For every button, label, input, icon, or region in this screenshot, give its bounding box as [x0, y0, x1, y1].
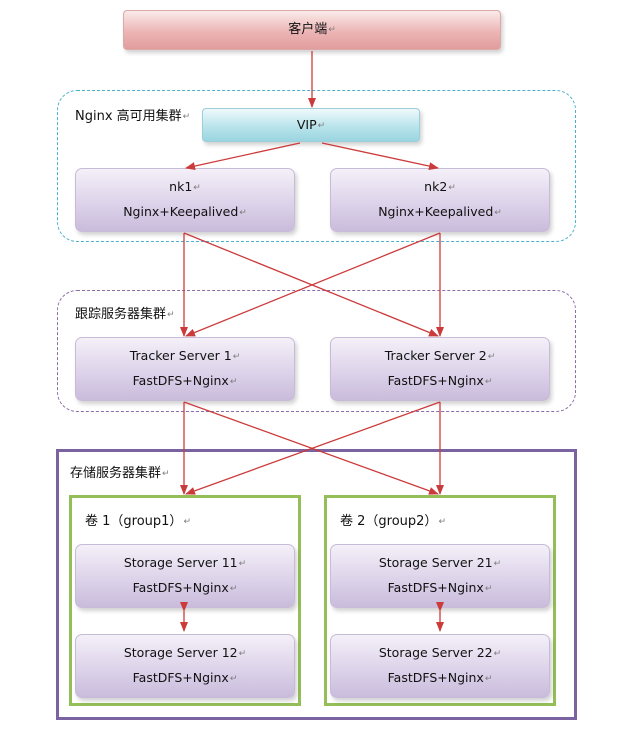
nk2-node: nk2↵ Nginx+Keepalived↵ — [330, 168, 550, 232]
storage-cluster-title-text: 存储服务器集群 — [70, 466, 162, 481]
vip-node: VIP↵ — [202, 108, 420, 142]
paragraph-mark-icon: ↵ — [493, 559, 502, 569]
group1-title-text: 卷 1（group1） — [85, 514, 183, 529]
paragraph-mark-icon: ↵ — [494, 208, 502, 218]
paragraph-mark-icon: ↵ — [229, 377, 238, 387]
paragraph-mark-icon: ↵ — [484, 377, 493, 387]
node-role: FastDFS+Nginx — [132, 670, 229, 685]
vip-label: VIP — [296, 116, 317, 132]
paragraph-mark-icon: ↵ — [328, 25, 336, 35]
paragraph-mark-icon: ↵ — [182, 112, 191, 122]
nk1-node: nk1↵ Nginx+Keepalived↵ — [75, 168, 295, 232]
arrow-tracker2-to-group1 — [185, 401, 441, 495]
paragraph-mark-icon: ↵ — [232, 352, 241, 362]
paragraph-mark-icon: ↵ — [438, 517, 446, 527]
node-role: FastDFS+Nginx — [387, 580, 484, 595]
storage-server-11-node: Storage Server 11↵ FastDFS+Nginx↵ — [75, 544, 295, 608]
arrow-nk2-to-tracker1 — [185, 232, 441, 337]
paragraph-mark-icon: ↵ — [317, 120, 326, 131]
storage-server-21-node: Storage Server 21↵ FastDFS+Nginx↵ — [330, 544, 550, 608]
paragraph-mark-icon: ↵ — [229, 674, 238, 684]
arrow-nk1-to-tracker2 — [183, 232, 439, 337]
client-node: 客户端↵ — [123, 10, 501, 50]
nginx-cluster-box — [57, 90, 576, 242]
tracker-server-2-node: Tracker Server 2↵ FastDFS+Nginx↵ — [330, 337, 550, 401]
nginx-cluster-title-text: Nginx 高可用集群 — [75, 109, 182, 124]
node-name: Storage Server 12 — [123, 645, 238, 660]
storage-server-22-node: Storage Server 22↵ FastDFS+Nginx↵ — [330, 634, 550, 698]
paragraph-mark-icon: ↵ — [167, 310, 175, 320]
node-role: FastDFS+Nginx — [387, 373, 484, 388]
node-name: Storage Server 11 — [123, 555, 238, 570]
node-name: Storage Server 21 — [378, 555, 493, 570]
group2-title-text: 卷 2（group2） — [340, 514, 438, 529]
paragraph-mark-icon: ↵ — [484, 674, 493, 684]
tracker-server-1-node: Tracker Server 1↵ FastDFS+Nginx↵ — [75, 337, 295, 401]
paragraph-mark-icon: ↵ — [229, 584, 238, 594]
storage-server-12-node: Storage Server 12↵ FastDFS+Nginx↵ — [75, 634, 295, 698]
node-name: Storage Server 22 — [378, 645, 493, 660]
paragraph-mark-icon: ↵ — [484, 584, 493, 594]
group1-box — [69, 495, 301, 706]
paragraph-mark-icon: ↵ — [448, 183, 456, 193]
paragraph-mark-icon: ↵ — [193, 183, 201, 193]
client-label: 客户端 — [288, 22, 328, 37]
node-role: FastDFS+Nginx — [132, 373, 229, 388]
paragraph-mark-icon: ↵ — [493, 649, 502, 659]
arrow-tracker1-to-group2 — [183, 401, 439, 495]
storage-cluster-title: 存储服务器集群↵ — [70, 462, 170, 481]
group2-box — [324, 495, 556, 706]
node-name: nk2 — [424, 179, 448, 194]
paragraph-mark-icon: ↵ — [487, 352, 496, 362]
arrow-vip-to-nk2 — [321, 142, 439, 171]
tracker-cluster-title: 跟踪服务器集群↵ — [75, 303, 175, 322]
group1-title: 卷 1（group1）↵ — [85, 510, 191, 529]
arrow-vip-to-nk1 — [185, 142, 301, 170]
node-role: Nginx+Keepalived — [378, 204, 494, 219]
tracker-cluster-title-text: 跟踪服务器集群 — [75, 307, 167, 322]
paragraph-mark-icon: ↵ — [183, 517, 191, 527]
paragraph-mark-icon: ↵ — [238, 649, 247, 659]
node-name: Tracker Server 1 — [129, 348, 232, 363]
paragraph-mark-icon: ↵ — [162, 469, 170, 479]
paragraph-mark-icon: ↵ — [239, 208, 247, 218]
node-role: FastDFS+Nginx — [387, 670, 484, 685]
paragraph-mark-icon: ↵ — [238, 559, 247, 569]
nginx-cluster-title: Nginx 高可用集群↵ — [75, 105, 190, 124]
tracker-cluster-box — [57, 290, 576, 412]
node-name: Tracker Server 2 — [384, 348, 487, 363]
node-name: nk1 — [169, 179, 193, 194]
node-role: Nginx+Keepalived — [123, 204, 239, 219]
node-role: FastDFS+Nginx — [132, 580, 229, 595]
group2-title: 卷 2（group2）↵ — [340, 510, 446, 529]
